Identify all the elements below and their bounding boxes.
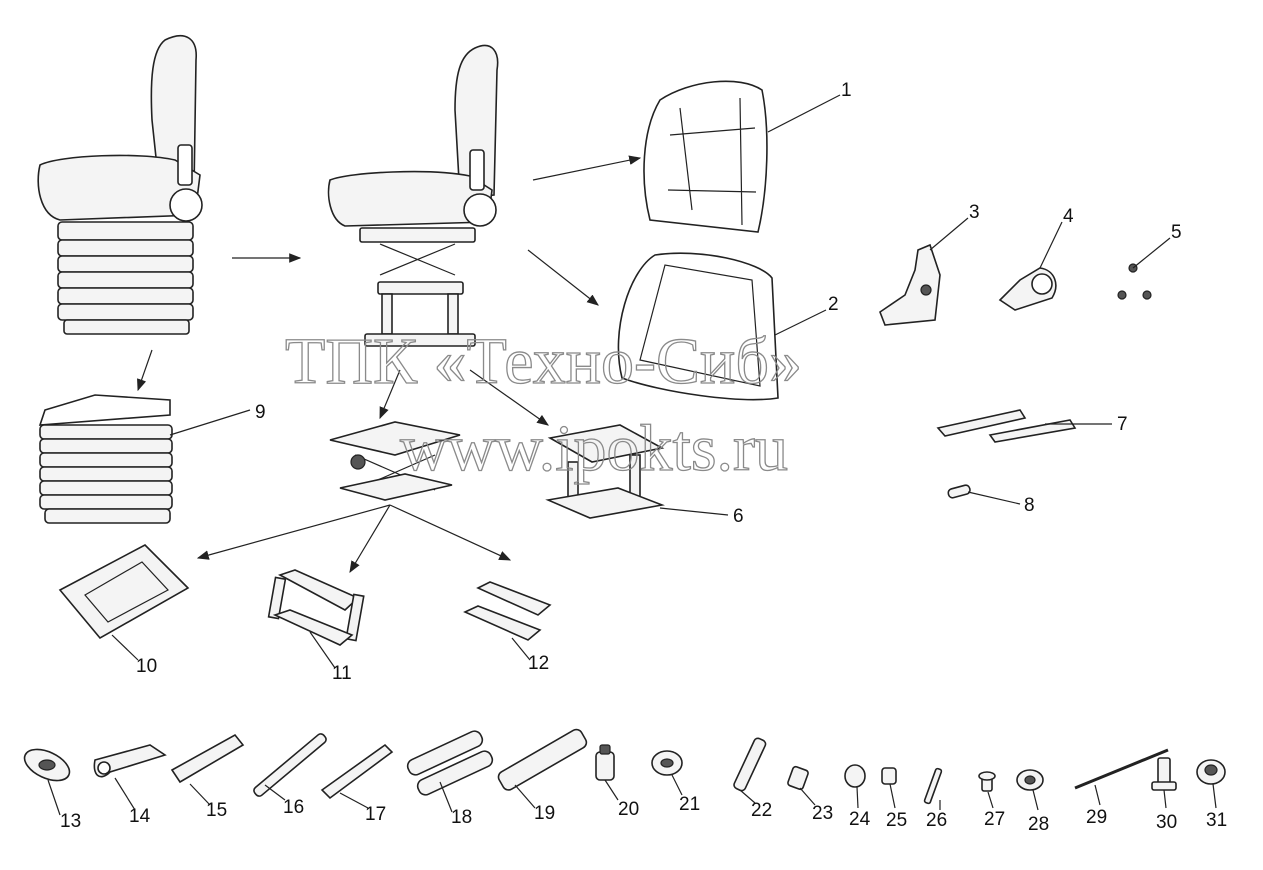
callout-17: 17 bbox=[365, 804, 386, 825]
leader-lines bbox=[47, 94, 1217, 816]
callout-16: 16 bbox=[283, 797, 304, 818]
part-2-seat-cushion bbox=[617, 252, 779, 401]
callout-2: 2 bbox=[828, 294, 839, 315]
part-6-frame bbox=[545, 424, 665, 519]
callout-31: 31 bbox=[1206, 810, 1227, 831]
part-20-buffer bbox=[595, 744, 615, 781]
part-19-damper bbox=[497, 728, 588, 791]
callout-19: 19 bbox=[534, 803, 555, 824]
callout-13: 13 bbox=[60, 811, 81, 832]
part-3-recliner-bracket bbox=[879, 243, 941, 326]
callout-23: 23 bbox=[812, 803, 833, 824]
callout-26: 26 bbox=[926, 810, 947, 831]
callout-14: 14 bbox=[129, 806, 151, 827]
callout-24: 24 bbox=[849, 809, 871, 830]
callout-4: 4 bbox=[1063, 206, 1074, 227]
seat-assembly-with-scissor bbox=[327, 44, 499, 347]
callout-27: 27 bbox=[984, 809, 1005, 830]
watermark-line-1: ТПК «Техно-Сиб» bbox=[285, 325, 802, 398]
callout-7: 7 bbox=[1117, 414, 1128, 435]
part-8-pin bbox=[947, 484, 971, 499]
part-23-bushing bbox=[787, 765, 809, 791]
flow-arrows bbox=[137, 155, 642, 574]
callout-12: 12 bbox=[528, 653, 549, 674]
callout-25: 25 bbox=[886, 810, 907, 831]
callout-28: 28 bbox=[1028, 814, 1049, 835]
part-17-plate bbox=[320, 743, 394, 800]
callout-3: 3 bbox=[969, 202, 980, 223]
part-25-sleeve bbox=[881, 767, 897, 785]
callout-10: 10 bbox=[136, 656, 157, 677]
callout-11: 11 bbox=[332, 663, 352, 684]
part-4-recliner-cover bbox=[998, 267, 1057, 311]
callout-22: 22 bbox=[751, 800, 772, 821]
scissor-mechanism bbox=[329, 421, 461, 501]
part-30-stud bbox=[1151, 757, 1177, 791]
callout-15: 15 bbox=[206, 800, 227, 821]
part-9-bellows bbox=[38, 394, 173, 524]
part-7-slider-rails bbox=[936, 409, 1077, 443]
part-18-springs bbox=[406, 730, 494, 796]
seat-assembly-with-bellows bbox=[37, 35, 203, 335]
callout-30: 30 bbox=[1156, 812, 1177, 833]
callout-5: 5 bbox=[1171, 222, 1182, 243]
part-1-backrest-cushion bbox=[643, 80, 768, 233]
part-10-base-plate bbox=[58, 544, 190, 640]
part-14-bracket bbox=[93, 744, 167, 778]
part-28-nut bbox=[1016, 769, 1044, 791]
part-5-screws bbox=[1117, 263, 1152, 300]
callout-20: 20 bbox=[618, 799, 639, 820]
part-11-scissor-arm bbox=[267, 569, 365, 646]
part-27-rivet bbox=[978, 771, 996, 792]
part-24-bushing bbox=[844, 764, 866, 788]
part-22-tube bbox=[733, 737, 767, 792]
part-26-bolt bbox=[923, 767, 943, 805]
callout-29: 29 bbox=[1086, 807, 1107, 828]
callout-8: 8 bbox=[1024, 495, 1035, 516]
part-16-rod bbox=[253, 733, 327, 797]
part-29-pin bbox=[1074, 748, 1169, 790]
part-12-scissor-arm bbox=[463, 581, 552, 641]
watermark-line-2: www.ipokts.ru bbox=[400, 412, 788, 485]
part-21-washer bbox=[651, 750, 683, 776]
callout-21: 21 bbox=[679, 794, 700, 815]
part-15-lever bbox=[170, 733, 245, 784]
callout-9: 9 bbox=[255, 402, 266, 423]
part-31-cap bbox=[1196, 759, 1226, 785]
callout-1: 1 bbox=[841, 80, 852, 101]
callout-labels: 1 2 3 4 5 6 7 8 9 10 11 12 13 14 15 16 1… bbox=[60, 80, 1227, 835]
callout-6: 6 bbox=[733, 506, 744, 527]
callout-18: 18 bbox=[451, 807, 472, 828]
part-13-knob bbox=[23, 748, 71, 782]
bellows-stack-a bbox=[57, 221, 194, 335]
